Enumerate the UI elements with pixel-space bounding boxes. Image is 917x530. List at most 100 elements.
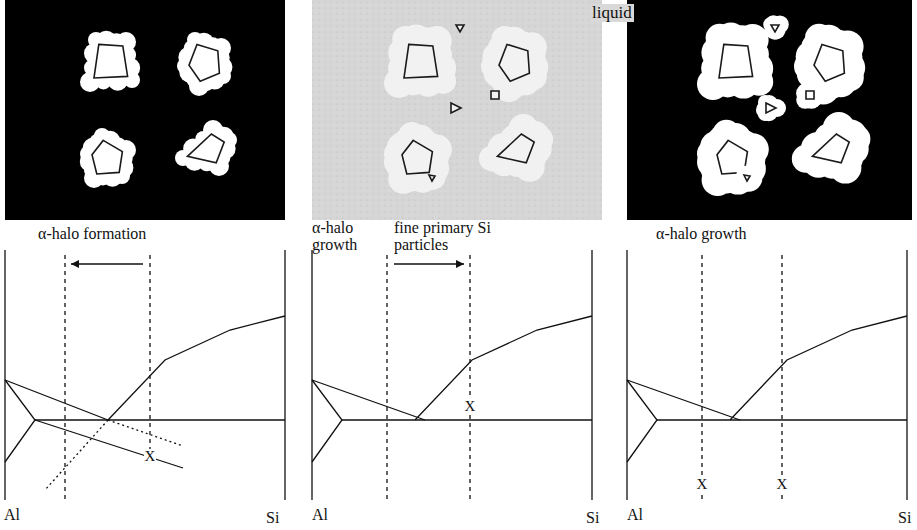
alpha-halo xyxy=(177,32,232,96)
si-crystal xyxy=(806,91,814,99)
eutectic-line xyxy=(657,419,907,420)
halo-core xyxy=(491,128,542,168)
composition-marker: X xyxy=(696,477,709,492)
micrograph-panel xyxy=(627,0,912,220)
axis-line xyxy=(4,250,5,500)
axis-line xyxy=(906,250,907,500)
si-crystal xyxy=(814,44,844,81)
alpha-halo xyxy=(736,166,759,189)
composition-line xyxy=(149,255,150,454)
alpha-halo xyxy=(80,128,136,188)
si-crystal xyxy=(189,44,219,81)
halo-core xyxy=(398,38,444,84)
si-crystal xyxy=(771,25,779,32)
si-liquidus xyxy=(108,316,285,420)
axis-label: Al xyxy=(4,507,20,524)
metastable-extension xyxy=(45,420,108,490)
si-liquidus xyxy=(730,316,907,420)
composition-marker: X xyxy=(464,399,477,414)
si-crystal xyxy=(429,175,435,181)
halo-lobe xyxy=(737,170,755,188)
arrowhead xyxy=(71,260,79,268)
composition-marker: X xyxy=(776,477,789,492)
alpha-halo xyxy=(384,122,452,194)
halo-core xyxy=(712,37,761,86)
stage-label: fine primary Si particles xyxy=(394,220,502,254)
si-crystal xyxy=(187,134,224,163)
eutectic-line xyxy=(342,419,592,420)
axis-label: Si xyxy=(586,510,599,527)
alpha-halo xyxy=(80,31,140,92)
micrograph-panel xyxy=(5,0,285,220)
si-crystal xyxy=(404,44,438,78)
halo-core xyxy=(493,38,535,89)
metastable-line xyxy=(35,420,183,468)
halo-core xyxy=(770,24,780,33)
si-crystal xyxy=(94,44,128,78)
phase-label: liquid xyxy=(590,4,634,22)
composition-line xyxy=(64,255,65,500)
composition-line xyxy=(469,255,470,500)
al-liquidus xyxy=(5,380,108,420)
alpha-halo xyxy=(175,120,237,176)
halo-core xyxy=(743,174,751,182)
micrograph-panel xyxy=(312,0,602,220)
axis-label: Si xyxy=(898,510,911,527)
halo-core xyxy=(87,135,127,179)
arrow-line xyxy=(71,263,143,264)
halo-core xyxy=(184,39,224,87)
eutectic-line xyxy=(35,419,285,420)
composition-marker: X xyxy=(144,449,157,464)
alpha-halo xyxy=(792,112,871,184)
composition-line xyxy=(386,255,387,500)
solvus-line xyxy=(627,380,657,462)
si-crystal xyxy=(499,44,529,81)
alpha-halo xyxy=(384,25,456,98)
axis-line xyxy=(311,250,312,500)
solvus-line xyxy=(5,380,35,462)
si-crystal xyxy=(766,103,776,113)
alpha-halo xyxy=(756,95,786,121)
al-liquidus xyxy=(312,380,425,420)
si-crystal xyxy=(719,44,753,78)
axis-label: Al xyxy=(312,507,328,524)
halo-core xyxy=(805,90,815,100)
arrow-line xyxy=(394,263,464,264)
halo-core xyxy=(396,134,438,180)
si-crystal xyxy=(456,25,464,32)
axis-line xyxy=(626,250,627,500)
metastable-extension xyxy=(108,420,183,446)
al-liquidus xyxy=(627,380,740,420)
alpha-halo xyxy=(794,24,865,105)
alpha-halo xyxy=(763,15,789,39)
alpha-halo xyxy=(697,23,773,100)
halo-core xyxy=(89,39,133,83)
si-crystal xyxy=(744,175,750,181)
stage-label: α-halo formation xyxy=(38,226,146,243)
solvus-line xyxy=(312,380,342,462)
halo-core xyxy=(765,102,778,115)
halo-lobe xyxy=(737,170,751,184)
halo-core xyxy=(805,127,858,169)
si-crystal xyxy=(812,134,849,163)
stage-label: α-halo growth xyxy=(656,226,747,243)
si-crystal xyxy=(451,103,461,113)
si-crystal xyxy=(92,140,122,174)
halo-lobe xyxy=(796,84,814,102)
si-liquidus xyxy=(415,316,592,420)
axis-label: Si xyxy=(266,510,279,527)
halo-lobe xyxy=(765,20,779,34)
si-crystal xyxy=(491,91,499,99)
axis-line xyxy=(591,250,592,500)
arrowhead xyxy=(456,260,464,268)
si-crystal xyxy=(402,140,432,174)
axis-line xyxy=(284,250,285,500)
halo-lobe xyxy=(764,21,782,39)
alpha-halo xyxy=(796,81,824,109)
alpha-halo xyxy=(479,114,553,182)
axis-label: Al xyxy=(627,507,643,524)
stage-label: α-halo growth xyxy=(312,220,374,254)
si-crystal xyxy=(497,134,534,163)
